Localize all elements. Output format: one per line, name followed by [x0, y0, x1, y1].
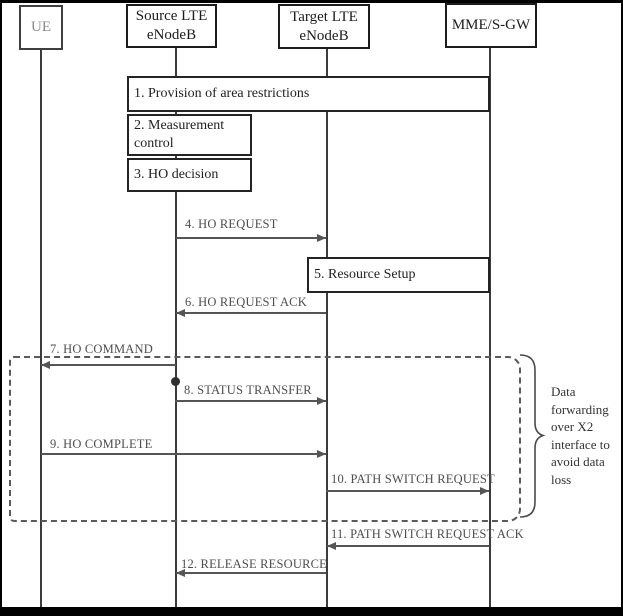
- frame-right: [621, 0, 623, 616]
- arrowhead-right-icon: [480, 487, 489, 495]
- lifeline-source-enodeb: [175, 47, 177, 607]
- step-box-measurement-control: 2. Measurement control: [127, 114, 252, 156]
- lifeline-mme-sgw: [489, 47, 491, 607]
- actor-box-mme-sgw: MME/S-GW: [445, 3, 537, 48]
- message-line-ho-command: [41, 364, 176, 366]
- message-line-ho-complete: [41, 453, 326, 455]
- message-line-ho-request-ack: [176, 312, 326, 314]
- message-line-path-switch-request: [326, 490, 489, 492]
- message-label-path-switch-request-ack: 11. PATH SWITCH REQUEST ACK: [331, 527, 524, 541]
- frame-left: [0, 0, 2, 616]
- actor-box-source-enodeb: Source LTE eNodeB: [126, 4, 217, 48]
- message-line-status-transfer: [175, 400, 326, 402]
- message-label-ho-complete: 9. HO COMPLETE: [50, 437, 153, 451]
- message-label-release-resource: 12. RELEASE RESOURCE: [181, 557, 328, 571]
- lifeline-target-enodeb: [326, 48, 328, 607]
- step-label-1: 1. Provision of area restrictions: [134, 85, 310, 101]
- message-line-release-resource: [176, 572, 326, 574]
- brace-icon: [519, 354, 546, 518]
- frame-top: [0, 0, 623, 3]
- message-label-ho-command: 7. HO COMMAND: [50, 342, 153, 356]
- step-label-5: 5. Resource Setup: [314, 266, 416, 282]
- arrowhead-right-icon: [317, 234, 326, 242]
- message-line-path-switch-request-ack: [327, 545, 489, 547]
- step-box-resource-setup: 5. Resource Setup: [307, 257, 490, 293]
- message-label-ho-request: 4. HO REQUEST: [185, 217, 278, 231]
- actor-label-source-enodeb: Source LTE eNodeB: [135, 8, 208, 43]
- arrowhead-right-icon: [317, 397, 326, 405]
- arrowhead-left-icon: [176, 569, 185, 577]
- data-forwarding-region: [9, 356, 521, 522]
- actor-label-target-enodeb: Target LTE eNodeB: [290, 8, 358, 44]
- lifeline-ue: [40, 49, 42, 607]
- step-box-provision-area-restrictions: 1. Provision of area restrictions: [127, 76, 490, 112]
- actor-label-ue: UE: [31, 19, 51, 36]
- step-box-ho-decision: 3. HO decision: [127, 158, 252, 192]
- message-label-ho-request-ack: 6. HO REQUEST ACK: [185, 295, 307, 309]
- frame-bottom: [0, 607, 623, 616]
- actor-label-mme-sgw: MME/S-GW: [451, 17, 531, 34]
- data-forwarding-note: Data forwarding over X2 interface to avo…: [551, 384, 610, 487]
- arrowhead-left-icon: [41, 361, 50, 369]
- arrowhead-right-icon: [317, 450, 326, 458]
- forwarding-start-dot: [171, 377, 180, 386]
- message-line-ho-request: [176, 237, 326, 239]
- step-label-3: 3. HO decision: [134, 166, 219, 182]
- message-label-path-switch-request: 10. PATH SWITCH REQUEST: [331, 472, 495, 486]
- actor-box-ue: UE: [19, 5, 63, 50]
- message-label-status-transfer: 8. STATUS TRANSFER: [184, 383, 312, 397]
- actor-box-target-enodeb: Target LTE eNodeB: [278, 4, 370, 49]
- arrowhead-left-icon: [176, 309, 185, 317]
- arrowhead-left-icon: [327, 542, 336, 550]
- step-label-2: 2. Measurement control: [134, 117, 225, 151]
